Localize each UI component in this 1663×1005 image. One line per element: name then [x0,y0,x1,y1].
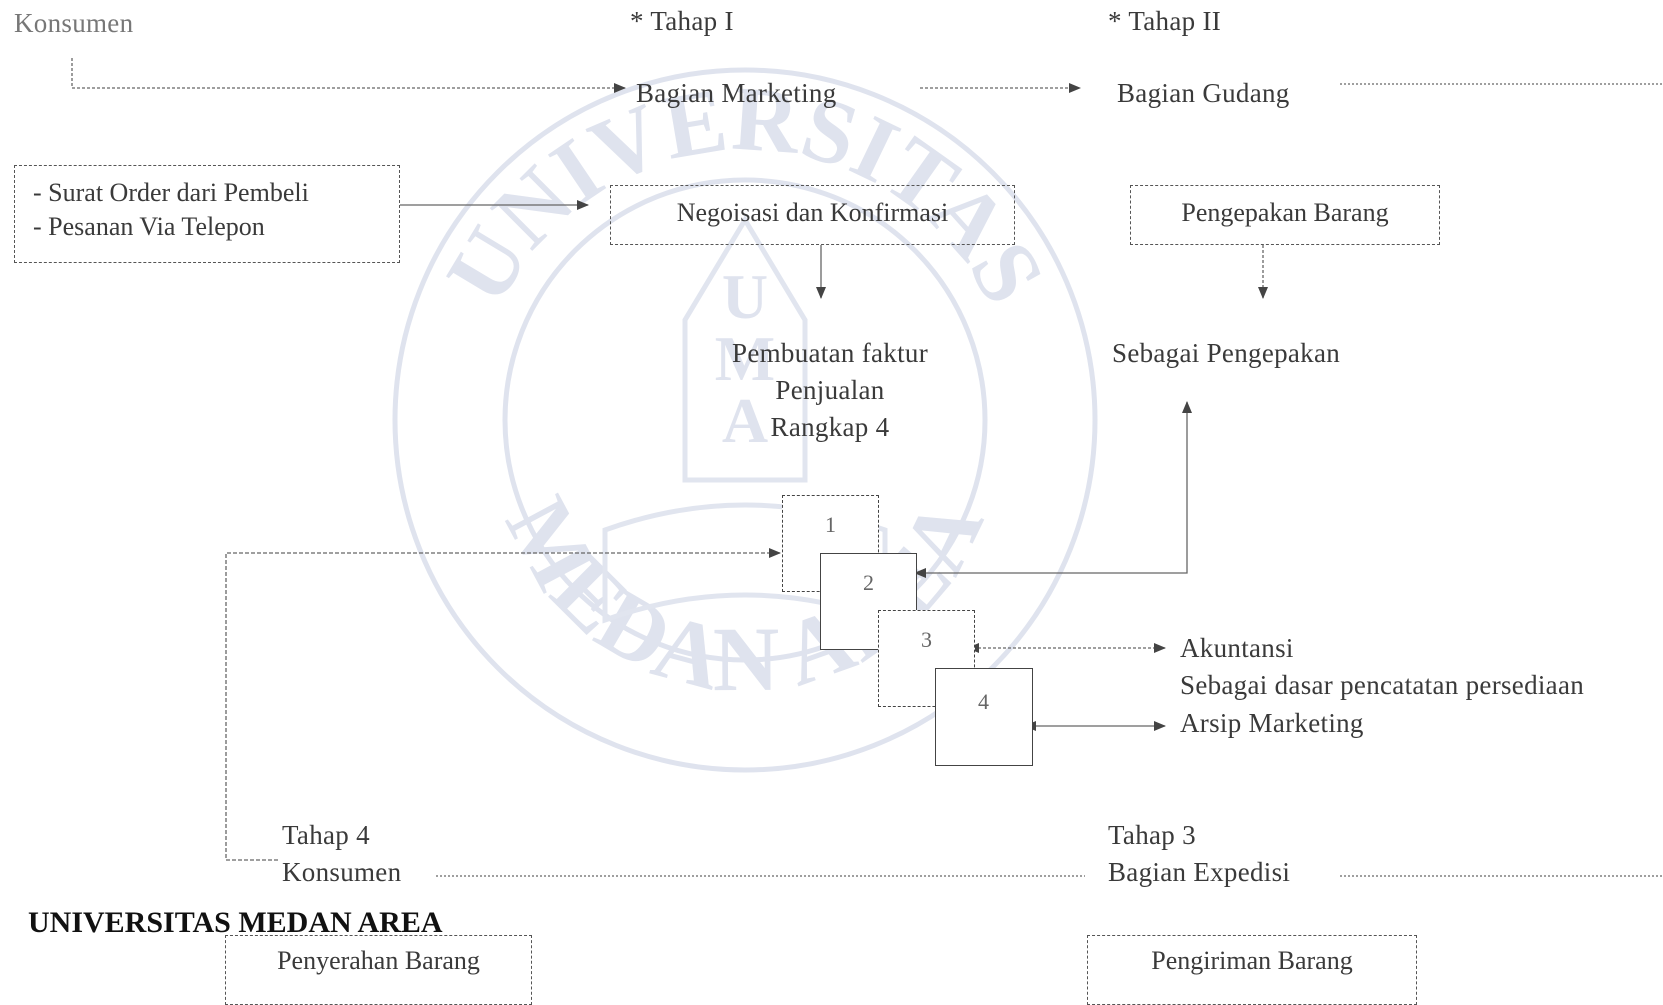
arsip-marketing-label: Arsip Marketing [1180,708,1364,738]
svg-text:M: M [715,323,775,394]
konsumen-label: Konsumen [14,8,134,38]
tahap1-label: * Tahap I [630,6,734,36]
negoisasi-label: Negoisasi dan Konfirmasi [676,198,949,227]
faktur-line2: Penjualan [775,375,885,405]
invoice-copy-3-number: 3 [921,627,932,652]
pengepakan-box: Pengepakan Barang [1130,185,1440,245]
faktur-line3: Rangkap 4 [770,412,890,442]
invoice-copy-2-number: 2 [863,570,874,595]
akuntansi-note: Sebagai dasar pencatatan persediaan [1180,670,1585,700]
penyerahan-label: Penyerahan Barang [277,946,480,975]
akuntansi-label: Akuntansi [1180,633,1294,663]
copy1-to-konsumen-line [225,548,781,861]
negoisasi-box: Negoisasi dan Konfirmasi [610,185,1015,245]
copy2-to-pengepakan-line [914,401,1192,578]
footer-university-name: UNIVERSITAS MEDAN AREA [28,906,443,939]
order-source-line1: - Surat Order dari Pembeli [33,178,309,207]
konsumen-to-marketing-line [71,58,626,93]
order-source-box: - Surat Order dari Pembeli - Pesanan Via… [14,165,400,263]
pengiriman-label: Pengiriman Barang [1151,946,1353,975]
penyerahan-box: Penyerahan Barang [225,935,532,1005]
svg-text:U: U [722,261,768,332]
konsumen-bottom-label: Konsumen [282,857,402,887]
invoice-copy-1-number: 1 [825,512,836,537]
svg-text:A: A [722,385,768,456]
tahap4-label: Tahap 4 [282,820,370,850]
sebagai-pengepakan-label: Sebagai Pengepakan [1112,338,1341,368]
bagian-gudang-label: Bagian Gudang [1117,78,1290,108]
order-source-line2: - Pesanan Via Telepon [33,212,265,241]
tahap2-label: * Tahap II [1108,6,1222,36]
invoice-copy-4-number: 4 [978,689,989,714]
invoice-copy-4: 4 [935,668,1033,766]
pengiriman-box: Pengiriman Barang [1087,935,1417,1005]
bagian-expedisi-label: Bagian Expedisi [1108,857,1291,887]
bagian-marketing-label: Bagian Marketing [636,78,837,108]
faktur-line1: Pembuatan faktur [732,338,928,368]
pengepakan-label: Pengepakan Barang [1181,198,1389,227]
tahap3-label: Tahap 3 [1108,820,1196,850]
